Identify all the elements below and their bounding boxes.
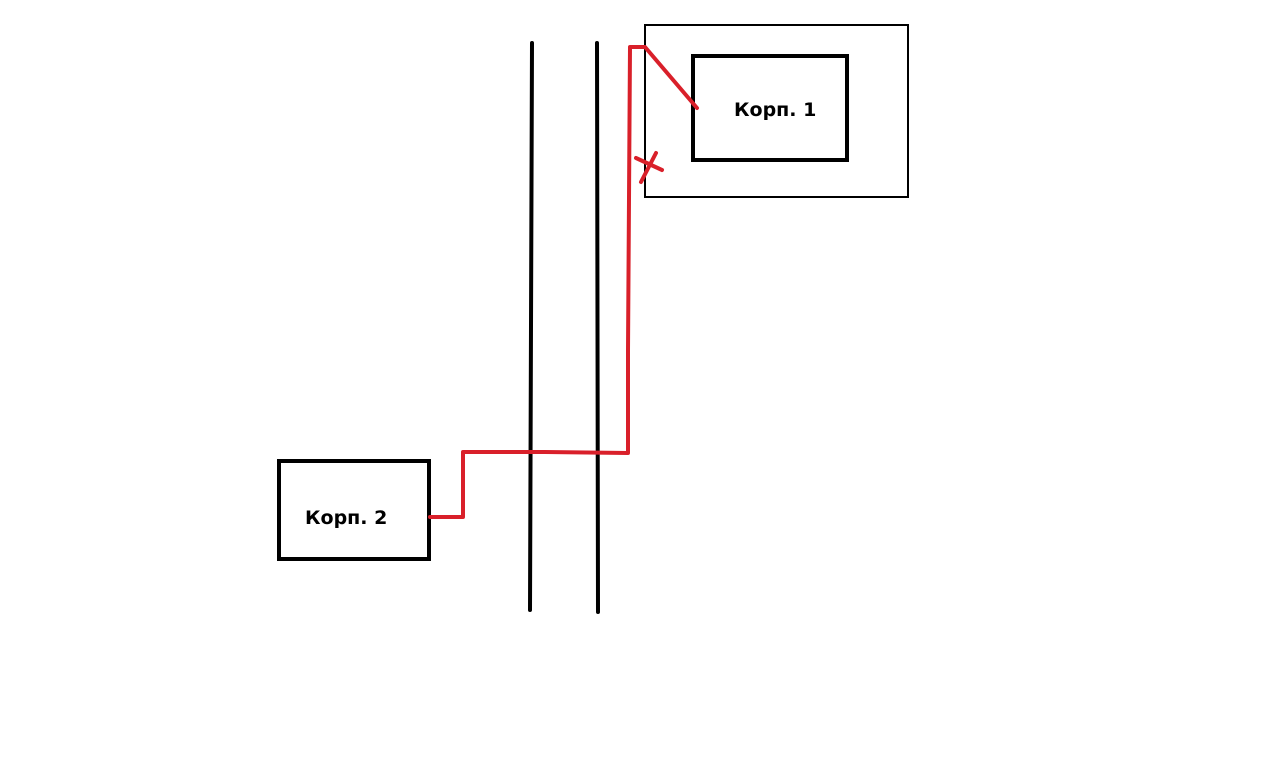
building1-box <box>691 54 849 162</box>
road-left-line <box>528 41 534 612</box>
building2-box <box>277 459 431 561</box>
cross-stroke-2 <box>639 151 658 184</box>
blocked-cross-mark <box>634 151 664 184</box>
cable-route <box>428 45 699 519</box>
building2: Корп. 2 <box>277 459 431 561</box>
road-right-line <box>595 41 600 614</box>
building2-label: Корп. 2 <box>305 507 387 529</box>
building1: Корп. 1 <box>691 54 849 162</box>
building1-label: Корп. 1 <box>734 99 816 121</box>
building1-territory <box>644 24 909 198</box>
